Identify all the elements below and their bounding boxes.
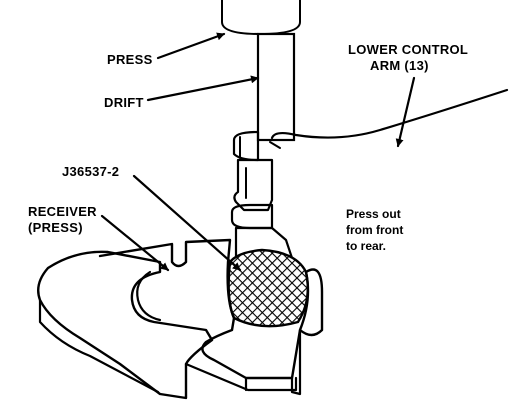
instruction-line1: Press out bbox=[346, 207, 401, 221]
press-ram bbox=[221, 0, 301, 35]
tool-label: J36537-2 bbox=[62, 164, 119, 179]
j36537-2-tool bbox=[227, 248, 309, 328]
control-arm-leader bbox=[395, 76, 416, 148]
receiver-leader bbox=[100, 214, 170, 272]
drift-label: DRIFT bbox=[104, 95, 144, 110]
lower-control-arm bbox=[269, 88, 509, 149]
control-arm-label-line1: LOWER CONTROL bbox=[348, 42, 468, 57]
receiver-base bbox=[37, 238, 324, 400]
instruction-line3: to rear. bbox=[346, 239, 386, 253]
tool-leader bbox=[132, 174, 242, 272]
press-leader bbox=[156, 32, 226, 60]
drift-leader bbox=[146, 75, 260, 102]
bushing-assembly bbox=[230, 130, 294, 260]
receiver-label-line1: RECEIVER bbox=[28, 204, 97, 219]
control-arm-label-line2: ARM (13) bbox=[370, 58, 429, 73]
receiver-label-line2: (PRESS) bbox=[28, 220, 83, 235]
drift-rod bbox=[256, 32, 296, 142]
press-label: PRESS bbox=[107, 52, 153, 67]
leader-lines bbox=[100, 32, 416, 272]
instruction-line2: from front bbox=[346, 223, 403, 237]
